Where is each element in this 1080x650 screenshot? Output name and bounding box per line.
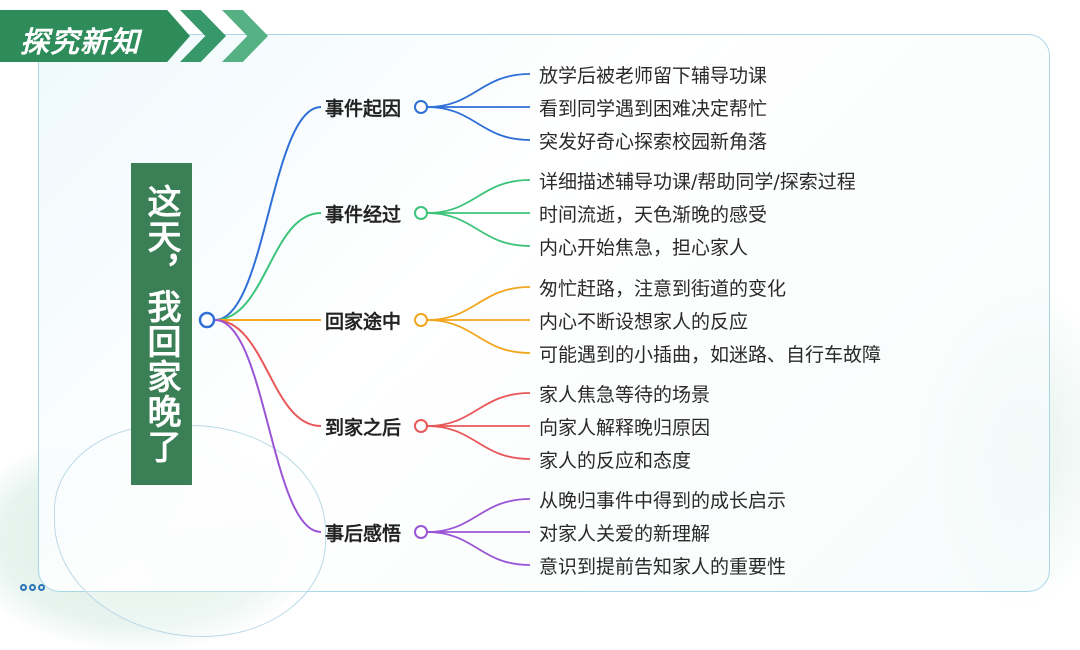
- root-branch-connector: [214, 319, 322, 427]
- mind-map-connectors: [198, 73, 531, 566]
- branch-node: [414, 313, 428, 327]
- leaf-label: 可能遇到的小插曲，如迷路、自行车故障: [539, 344, 882, 366]
- leaf-label: 家人的反应和态度: [539, 450, 692, 472]
- leaf-label: 内心开始焦急，担心家人: [539, 237, 749, 259]
- branch-leaf-connector: [426, 319, 531, 354]
- leaf-label: 详细描述辅导功课/帮助同学/探索过程: [539, 171, 856, 193]
- branch-leaf-connector: [426, 425, 531, 460]
- root-branch-connector: [214, 212, 322, 321]
- leaf-label: 对家人关爱的新理解: [539, 523, 711, 545]
- branch-node: [414, 419, 428, 433]
- central-topic: 这天，我回家晚了: [131, 163, 192, 485]
- branch-label: 事件经过: [325, 204, 402, 226]
- branch-leaf-connector: [426, 392, 531, 427]
- leaf-label: 内心不断设想家人的反应: [539, 311, 749, 333]
- leaf-label: 家人焦急等待的场景: [539, 384, 711, 406]
- branch-label: 回家途中: [325, 311, 402, 333]
- leaf-label: 放学后被老师留下辅导功课: [539, 65, 768, 87]
- section-banner: 探究新知: [0, 10, 270, 62]
- branch-label: 到家之后: [325, 417, 402, 439]
- branch-label: 事后感悟: [325, 523, 402, 545]
- leaf-label: 从晚归事件中得到的成长启示: [539, 490, 787, 512]
- central-topic-text: 这天，我回家晚了: [141, 184, 181, 464]
- branch-leaf-connector: [426, 212, 531, 247]
- branch-node: [414, 206, 428, 220]
- branch-leaf-connector: [426, 531, 531, 566]
- leaf-label: 看到同学遇到困难决定帮忙: [539, 98, 768, 120]
- leaf-label: 时间流逝，天色渐晚的感受: [539, 204, 768, 226]
- section-title: 探究新知: [20, 25, 141, 59]
- leaf-label: 意识到提前告知家人的重要性: [539, 556, 787, 578]
- root-node: [198, 311, 216, 329]
- root-branch-connector: [214, 106, 322, 321]
- branch-leaf-connector: [426, 498, 531, 533]
- page-dots-icon: [20, 584, 45, 591]
- branch-node: [414, 100, 428, 114]
- branch-leaf-connector: [426, 73, 531, 108]
- branch-node: [414, 525, 428, 539]
- leaf-label: 向家人解释晚归原因: [539, 417, 711, 439]
- branch-leaf-connector: [426, 179, 531, 214]
- leaf-label: 匆忙赶路，注意到街道的变化: [539, 278, 787, 300]
- leaf-label: 突发好奇心探索校园新角落: [539, 131, 768, 153]
- branch-leaf-connector: [426, 106, 531, 141]
- banner-bar: [0, 10, 190, 62]
- branch-leaf-connector: [426, 286, 531, 321]
- root-branch-connector: [214, 319, 322, 533]
- branch-label: 事件起因: [325, 98, 402, 120]
